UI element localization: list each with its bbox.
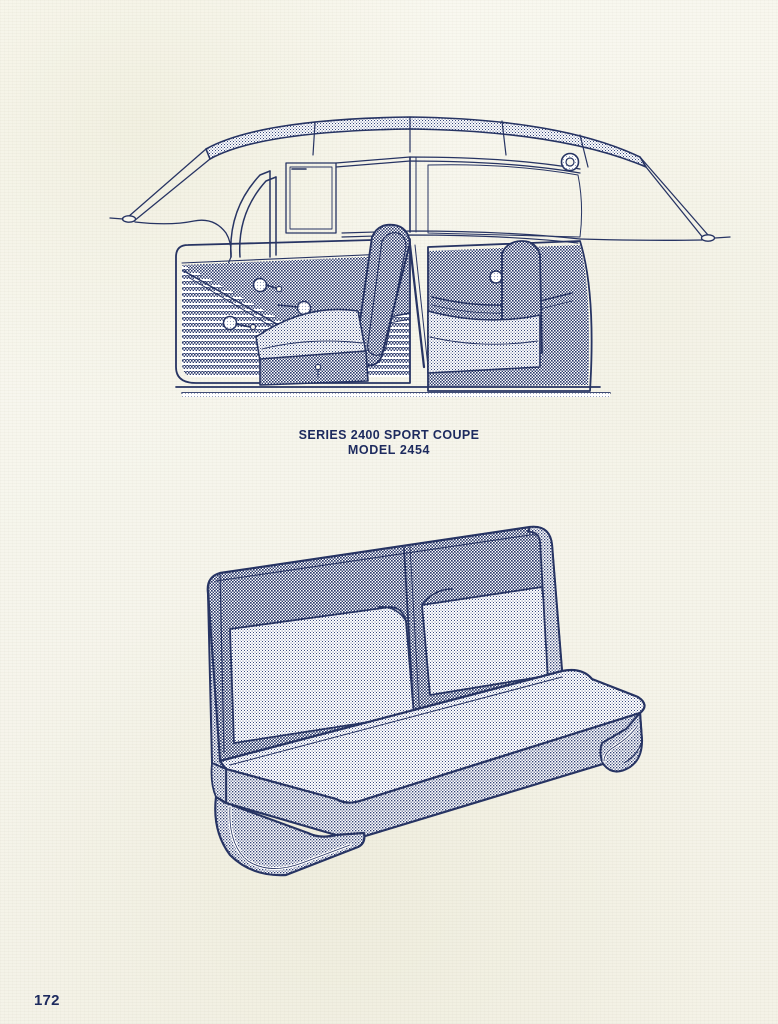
quarter-trim-handle <box>489 270 503 284</box>
vent-window-inner <box>289 166 333 230</box>
backlight-outline <box>579 156 731 242</box>
headliner <box>205 116 647 168</box>
figure-caption: SERIES 2400 SPORT COUPE MODEL 2454 <box>0 428 778 458</box>
figure-rear-bench-seat <box>190 515 680 890</box>
door-pull-handle[interactable] <box>222 315 238 331</box>
seat-back-insert-left <box>229 606 415 744</box>
floor-shadow <box>182 393 610 397</box>
caption-line-2: MODEL 2454 <box>347 443 431 457</box>
front-seat-cushion <box>255 308 369 386</box>
chrome-end-trim-left <box>214 795 366 877</box>
door-pull-knob <box>249 323 257 331</box>
window-regulator-handle[interactable] <box>252 277 268 293</box>
caption-line-1: SERIES 2400 SPORT COUPE <box>298 428 480 442</box>
figure-car-interior-cutaway <box>109 105 731 405</box>
rear-seat-cushion <box>427 310 541 374</box>
seat-hinge-rod <box>408 243 426 369</box>
door-hardware-group <box>222 277 312 331</box>
regulator-knob <box>275 285 283 293</box>
quarter-window <box>427 164 583 238</box>
seat-adjuster-stud <box>314 363 322 371</box>
page-number: 172 <box>34 992 60 1009</box>
roof-bow-ribs <box>312 116 589 168</box>
seat-side-panel-left <box>210 762 227 804</box>
rear-seat <box>427 240 543 374</box>
vent-window <box>285 162 337 234</box>
speaker-grille <box>560 152 580 172</box>
windshield-outline <box>109 148 232 258</box>
rocker-floor-line <box>175 386 611 394</box>
